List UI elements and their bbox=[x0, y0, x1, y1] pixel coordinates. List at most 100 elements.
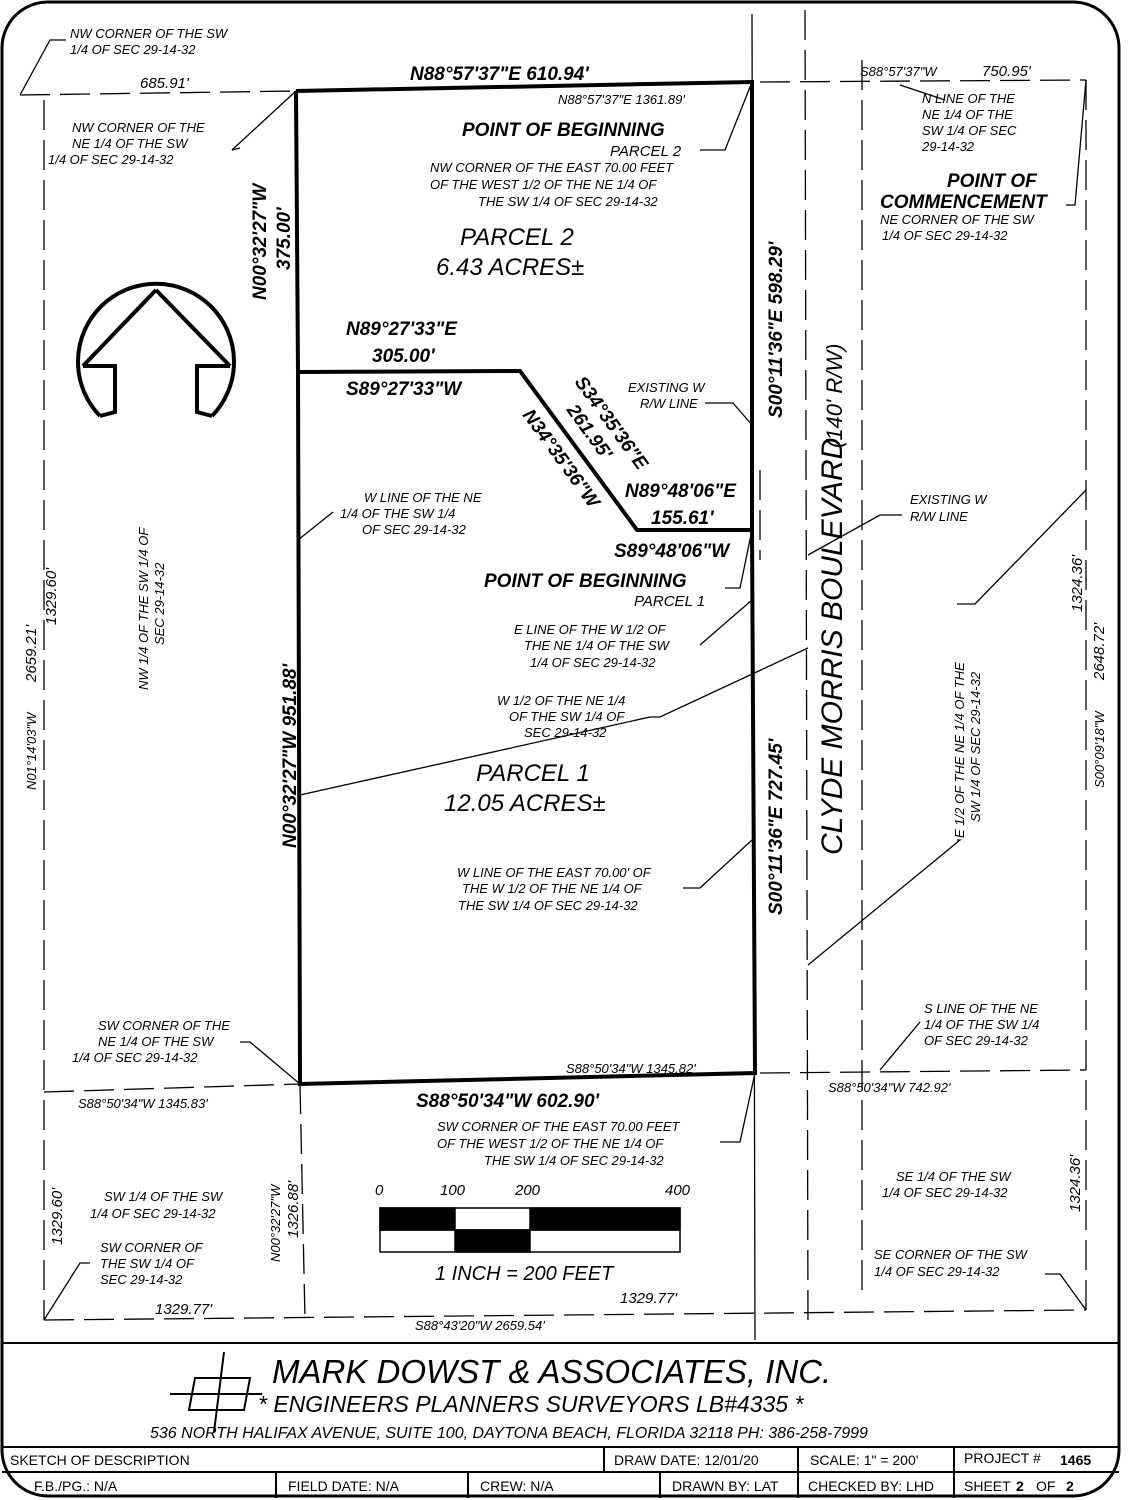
tb-draw-date: DRAW DATE: 12/01/20 bbox=[614, 1452, 759, 1468]
firm-address: 536 NORTH HALIFAX AVENUE, SUITE 100, DAY… bbox=[150, 1425, 868, 1442]
note-swq-1: SW 1/4 OF THE SW bbox=[104, 1189, 224, 1204]
label-sw-ne-1: SW CORNER OF THE bbox=[98, 1018, 230, 1033]
note-east70-1: W LINE OF THE EAST 70.00' OF bbox=[457, 865, 652, 880]
note-east70-3: THE SW 1/4 OF SEC 29-14-32 bbox=[458, 898, 638, 913]
note-rw1-1: EXISTING W bbox=[628, 380, 706, 395]
tb-checked-by: CHECKED BY: LHD bbox=[808, 1478, 934, 1494]
road-name: CLYDE MORRIS BOULEVARD bbox=[816, 438, 849, 855]
note-rw2-1: EXISTING W bbox=[910, 492, 988, 507]
label-sw-sw-1: SW CORNER OF bbox=[100, 1240, 204, 1255]
parcel1-area: 12.05 ACRES± bbox=[444, 790, 606, 817]
bearing-far-left: N01°14'03"W bbox=[24, 711, 39, 790]
bearing-west-upper: N00°32'27"W bbox=[250, 182, 271, 300]
dist-jog: 155.61' bbox=[651, 508, 715, 529]
note-sline-1: S LINE OF THE NE bbox=[924, 1001, 1038, 1016]
scale-tick: 0 bbox=[375, 1182, 384, 1199]
tb-fb: F.B./PG.: N/A bbox=[34, 1478, 118, 1494]
parcel1-name: PARCEL 1 bbox=[476, 760, 590, 787]
note-nwq-2: SEC 29-14-32 bbox=[152, 562, 167, 645]
note-whalf-1: W 1/2 OF THE NE 1/4 bbox=[497, 693, 625, 708]
poc-desc-1: NE CORNER OF THE SW bbox=[880, 212, 1035, 227]
note-seq-1: SE 1/4 OF THE SW bbox=[896, 1169, 1012, 1184]
bearing-east-upper: S00°11'36"E 598.29' bbox=[766, 240, 787, 418]
title-block-grid bbox=[2, 1446, 1119, 1498]
note-sw70-2: OF THE WEST 1/2 OF THE NE 1/4 OF bbox=[437, 1136, 664, 1151]
poc-title-2: COMMENCEMENT bbox=[880, 192, 1048, 213]
bearing-top-long: N88°57'37"E 1361.89' bbox=[558, 92, 685, 107]
tb-description: SKETCH OF DESCRIPTION bbox=[10, 1452, 190, 1468]
note-nline-2: NE 1/4 OF THE bbox=[922, 107, 1013, 122]
label-nw-ne-1: NW CORNER OF THE bbox=[72, 120, 205, 135]
section-lines bbox=[19, 9, 1087, 1331]
dist-far-left: 2659.21' bbox=[23, 624, 40, 683]
parcel2-name: PARCEL 2 bbox=[460, 224, 574, 251]
label-sw-ne-2: NE 1/4 OF THE SW bbox=[98, 1034, 215, 1049]
pob1-title: POINT OF BEGINNING bbox=[484, 571, 687, 592]
note-eline-3: 1/4 OF SEC 29-14-32 bbox=[530, 655, 656, 670]
bearing-top-short: N88°57'37"E 610.94' bbox=[410, 64, 590, 85]
note-nline-4: 29-14-32 bbox=[921, 139, 975, 154]
bearing-jog-s: S89°48'06"W bbox=[614, 541, 731, 562]
dist-lower-right-half: 1324.36' bbox=[1067, 1154, 1084, 1212]
bearing-far-right: S00°09'18"W bbox=[1092, 710, 1107, 788]
north-arrow-icon bbox=[76, 281, 236, 418]
tb-sheet-label: SHEET bbox=[964, 1478, 1011, 1494]
tb-scale: SCALE: 1" = 200' bbox=[810, 1452, 918, 1468]
dist-small-west: 1326.88' bbox=[285, 1180, 302, 1238]
scale-tick: 400 bbox=[665, 1182, 691, 1199]
bearing-mid-n: N89°27'33"E bbox=[346, 319, 458, 340]
dist-west-upper: 375.00' bbox=[274, 206, 295, 270]
label-nw-sw-1: NW CORNER OF THE SW bbox=[70, 26, 229, 41]
scale-tick: 100 bbox=[440, 1182, 466, 1199]
note-eline-2: THE NE 1/4 OF THE SW bbox=[524, 638, 671, 653]
firm-services: * ENGINEERS PLANNERS SURVEYORS LB#4335 * bbox=[258, 1391, 804, 1417]
dist-mid: 305.00' bbox=[372, 346, 436, 367]
bearing-west-lower: N00°32'27"W 951.88' bbox=[280, 662, 301, 848]
bearing-bottom-left: S88°50'34"W 1345.83' bbox=[78, 1096, 208, 1111]
tb-sheet-total: 2 bbox=[1066, 1478, 1074, 1494]
corner-labels: NW CORNER OF THE SW 1/4 OF SEC 29-14-32 … bbox=[48, 26, 1029, 1287]
note-east70-2: THE W 1/2 OF THE NE 1/4 OF bbox=[462, 881, 643, 896]
note-eline-1: E LINE OF THE W 1/2 OF bbox=[514, 622, 667, 637]
note-sw70-1: SW CORNER OF THE EAST 70.00 FEET bbox=[437, 1119, 681, 1134]
pob2-desc-2: OF THE WEST 1/2 OF THE NE 1/4 OF bbox=[430, 177, 657, 192]
note-rw2-2: R/W LINE bbox=[910, 509, 968, 524]
note-swq-2: 1/4 OF SEC 29-14-32 bbox=[90, 1206, 216, 1221]
label-sw-sw-3: SEC 29-14-32 bbox=[100, 1272, 183, 1287]
dist-top-right: 750.95' bbox=[982, 63, 1032, 80]
label-sw-ne-3: 1/4 OF SEC 29-14-32 bbox=[72, 1050, 198, 1065]
note-sline-3: OF SEC 29-14-32 bbox=[924, 1033, 1029, 1048]
note-whalf-3: SEC 29-14-32 bbox=[524, 725, 607, 740]
tb-field-date: FIELD DATE: N/A bbox=[288, 1478, 400, 1494]
tb-project-label: PROJECT # bbox=[964, 1450, 1041, 1466]
note-nline-1: N LINE OF THE bbox=[922, 91, 1015, 106]
note-ehalf-2: SW 1/4 OF SEC 29-14-32 bbox=[968, 671, 983, 822]
dist-far-left-half: 1329.60' bbox=[43, 567, 60, 625]
bearing-small-west: N00°32'27"W bbox=[268, 1183, 283, 1262]
title-block: SKETCH OF DESCRIPTION DRAW DATE: 12/01/2… bbox=[10, 1450, 1091, 1494]
scale-bar bbox=[379, 1207, 681, 1253]
note-whalf-2: OF THE SW 1/4 OF bbox=[509, 709, 625, 724]
road-rw: (140' R/W) bbox=[822, 344, 847, 448]
label-nw-ne-3: 1/4 OF SEC 29-14-32 bbox=[48, 152, 174, 167]
dist-far-right: 2648.72' bbox=[1091, 622, 1108, 681]
note-sw70-3: THE SW 1/4 OF SEC 29-14-32 bbox=[484, 1153, 664, 1168]
parcel2-area: 6.43 ACRES± bbox=[436, 254, 584, 281]
bearing-bottom-long: S88°50'34"W 1345.82' bbox=[566, 1061, 696, 1076]
notes: EXISTING W R/W LINE EXISTING W R/W LINE … bbox=[90, 91, 1039, 1221]
pob2-title: POINT OF BEGINNING bbox=[462, 120, 665, 141]
note-sline-2: 1/4 OF THE SW 1/4 bbox=[924, 1017, 1039, 1032]
note-ehalf-1: E 1/2 OF THE NE 1/4 OF THE bbox=[952, 662, 967, 838]
poc-title-1: POINT OF bbox=[947, 171, 1038, 192]
note-seq-2: 1/4 OF SEC 29-14-32 bbox=[882, 1185, 1008, 1200]
tb-sheet-no: 2 bbox=[1016, 1478, 1024, 1494]
tb-sheet-of: OF bbox=[1036, 1478, 1055, 1494]
firm-logo-icon bbox=[170, 1351, 262, 1433]
firm-name: MARK DOWST & ASSOCIATES, INC. bbox=[272, 1353, 831, 1390]
bearing-bottom-right: S88°50'34"W 742.92' bbox=[828, 1080, 951, 1095]
scale-tick: 200 bbox=[514, 1182, 541, 1199]
dist-south-right: 1329.77' bbox=[620, 1290, 678, 1307]
leader-lines bbox=[19, 39, 1087, 1321]
note-nline-3: SW 1/4 OF SEC bbox=[922, 123, 1017, 138]
